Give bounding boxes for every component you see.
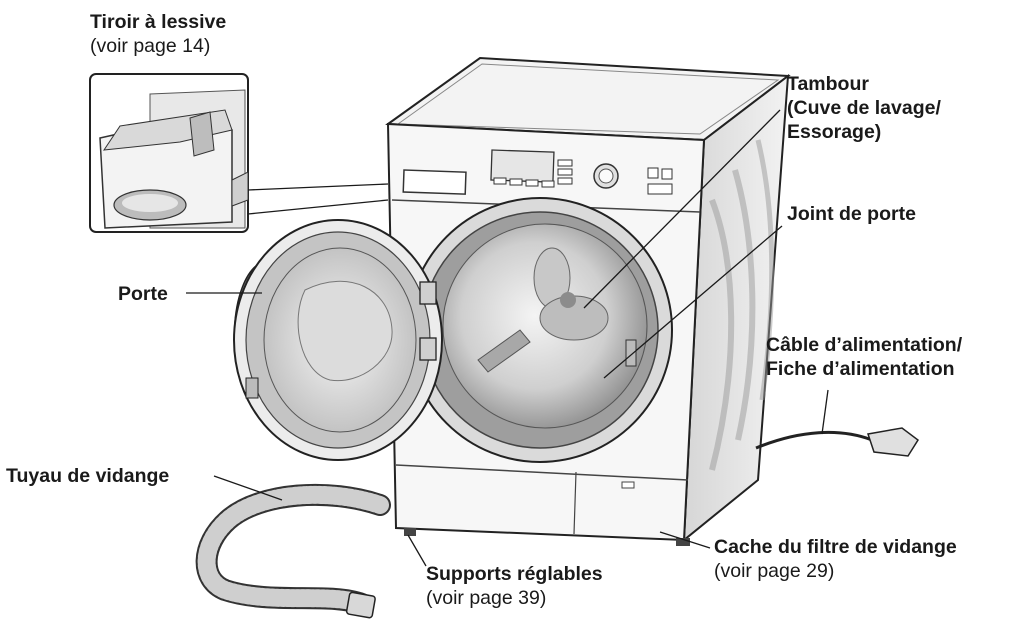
label-door-title: Porte — [118, 283, 168, 305]
label-door-seal-title: Joint de porte — [787, 203, 916, 225]
label-feet: Supports réglables (voir page 39) — [426, 562, 603, 610]
label-drum-line2: (Cuve de lavage/ — [787, 97, 941, 119]
label-door: Porte — [118, 282, 168, 306]
door — [233, 219, 443, 461]
label-power-line1: Câble d’alimentation/ — [766, 334, 963, 356]
label-feet-ref: (voir page 39) — [426, 587, 547, 609]
label-feet-title: Supports réglables — [426, 563, 603, 585]
label-power-line2: Fiche d’alimentation — [766, 358, 955, 380]
drain-hose — [195, 483, 391, 619]
power-cable — [755, 427, 920, 457]
label-drawer-ref: (voir page 14) — [90, 35, 211, 57]
label-drain-hose-title: Tuyau de vidange — [6, 465, 170, 487]
side-panel — [682, 73, 790, 543]
label-filter-cover-ref: (voir page 29) — [714, 560, 835, 582]
adjustable-feet — [404, 528, 690, 546]
label-power: Câble d’alimentation/ Fiche d’alimentati… — [766, 333, 962, 381]
drum — [407, 197, 673, 463]
label-drain-hose: Tuyau de vidange — [6, 464, 169, 488]
label-drawer-title: Tiroir à lessive — [90, 11, 227, 33]
label-drum-line1: Tambour — [787, 73, 869, 95]
label-drawer: Tiroir à lessive (voir page 14) — [90, 10, 226, 58]
label-door-seal: Joint de porte — [787, 202, 916, 226]
label-drum-line3: Essorage) — [787, 121, 882, 143]
label-filter-cover: Cache du filtre de vidange (voir page 29… — [714, 535, 957, 583]
label-drum: Tambour (Cuve de lavage/ Essorage) — [787, 72, 941, 144]
drawer-inset — [89, 73, 249, 233]
label-filter-cover-title: Cache du filtre de vidange — [714, 536, 957, 558]
